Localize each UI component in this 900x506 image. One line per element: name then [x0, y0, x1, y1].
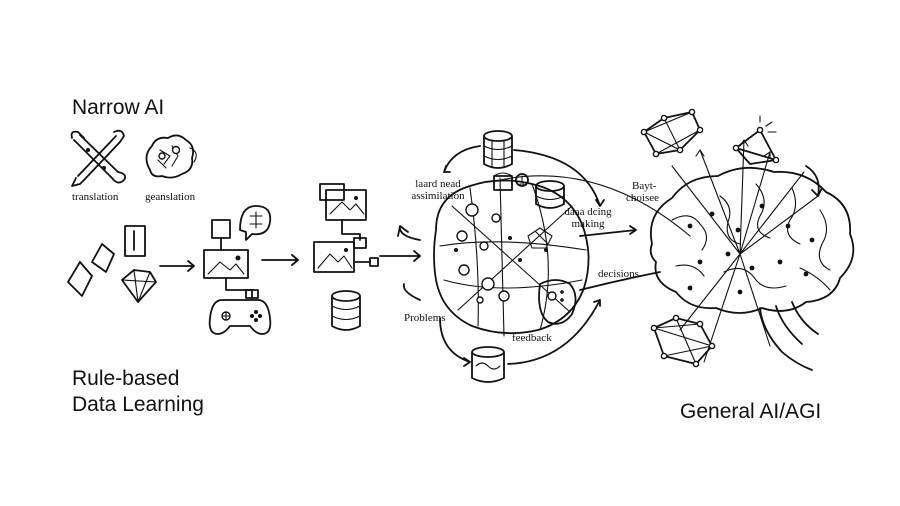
arrow-1 — [159, 260, 195, 272]
making-label: making — [571, 218, 605, 230]
general-ai-title: General AI/AGI — [680, 400, 822, 423]
image-icon — [313, 183, 379, 273]
narrow-ai-title: Narrow AI — [72, 96, 165, 119]
flowchart-icon — [203, 205, 272, 299]
choisee-label: choisee — [626, 192, 659, 204]
brain-icon — [640, 108, 855, 371]
diamond-shapes-icon — [67, 225, 157, 303]
decisions-label: decisions — [598, 268, 639, 280]
arrow-3 — [379, 250, 421, 262]
assimilation-label: assimilation — [411, 190, 465, 202]
database-icon — [331, 290, 361, 331]
translation-label: translation — [72, 191, 119, 203]
problems-label: Problems — [404, 312, 446, 324]
brain-gears-icon — [145, 134, 197, 179]
crossed-tools-icon — [70, 129, 127, 187]
network-sphere-icon — [397, 130, 691, 383]
feedback-label: feedback — [512, 332, 552, 344]
data-learning-title: Data Learning — [72, 393, 204, 416]
arrow-2 — [261, 254, 299, 266]
geanslation-label: geanslation — [145, 191, 196, 203]
bayt-label: Bayt- — [632, 180, 657, 192]
laard-nead-label: laard nead — [415, 178, 461, 190]
daaa-dcing-label: daaa dcing — [564, 206, 612, 218]
rule-based-title: Rule-based — [72, 367, 180, 390]
gamepad-icon — [208, 299, 272, 335]
